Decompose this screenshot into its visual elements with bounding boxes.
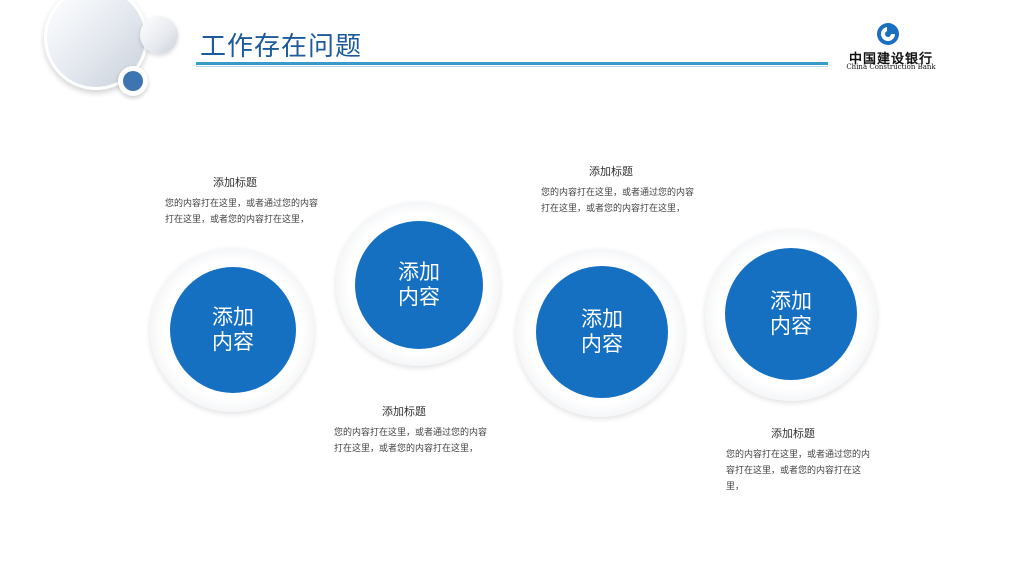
decorative-bubble-small xyxy=(118,66,148,96)
node-1-caption: 添加标题 您的内容打在这里，或者通过您的内容打在这里，或者您的内容打在这里， xyxy=(165,174,325,228)
ccb-logo-icon xyxy=(877,23,899,45)
node-2-disc: 添加 内容 xyxy=(355,221,483,349)
bank-logo: 中国建设银行 China Construction Bank xyxy=(836,22,946,74)
decorative-bubble-dot xyxy=(123,71,143,91)
node-1: 添加 内容 xyxy=(150,248,314,412)
node-3-label: 添加 内容 xyxy=(581,307,623,356)
page-title: 工作存在问题 xyxy=(200,32,363,62)
node-2-caption-text: 您的内容打在这里，或者通过您的内容打在这里，或者您的内容打在这里， xyxy=(334,428,488,454)
node-3-caption-title: 添加标题 xyxy=(589,165,633,178)
title-underline-thin xyxy=(196,66,828,67)
decorative-bubble-medium xyxy=(140,16,178,54)
node-2: 添加 内容 xyxy=(336,202,500,366)
node-3: 添加 内容 xyxy=(516,249,684,417)
node-4-caption: 添加标题 您的内容打在这里，或者通过您的内容打在这里，或者您的内容打在这里， xyxy=(726,425,886,495)
node-4-label: 添加 内容 xyxy=(770,289,812,338)
node-1-disc: 添加 内容 xyxy=(170,267,296,393)
node-4-caption-text: 您的内容打在这里，或者通过您的内容打在这里，或者您的内容打在这里， xyxy=(726,450,871,492)
node-1-label: 添加 内容 xyxy=(212,305,254,354)
node-4: 添加 内容 xyxy=(705,229,877,401)
node-2-caption: 添加标题 您的内容打在这里，或者通过您的内容打在这里，或者您的内容打在这里， xyxy=(334,403,494,457)
title-underline xyxy=(196,62,828,65)
node-2-caption-title: 添加标题 xyxy=(382,405,426,418)
node-4-caption-title: 添加标题 xyxy=(771,427,815,440)
node-3-disc: 添加 内容 xyxy=(536,266,668,398)
logo-name-cn: 中国建设银行 xyxy=(848,52,933,67)
node-3-caption-text: 您的内容打在这里，或者通过您的内容打在这里，或者您的内容打在这里， xyxy=(541,188,695,214)
node-1-caption-title: 添加标题 xyxy=(213,176,257,189)
logo-name-en: China Construction Bank xyxy=(846,63,936,71)
node-3-caption: 添加标题 您的内容打在这里，或者通过您的内容打在这里，或者您的内容打在这里， xyxy=(541,163,701,217)
node-1-caption-text: 您的内容打在这里，或者通过您的内容打在这里，或者您的内容打在这里， xyxy=(165,199,319,225)
node-2-label: 添加 内容 xyxy=(398,260,440,309)
node-4-disc: 添加 内容 xyxy=(725,248,857,380)
